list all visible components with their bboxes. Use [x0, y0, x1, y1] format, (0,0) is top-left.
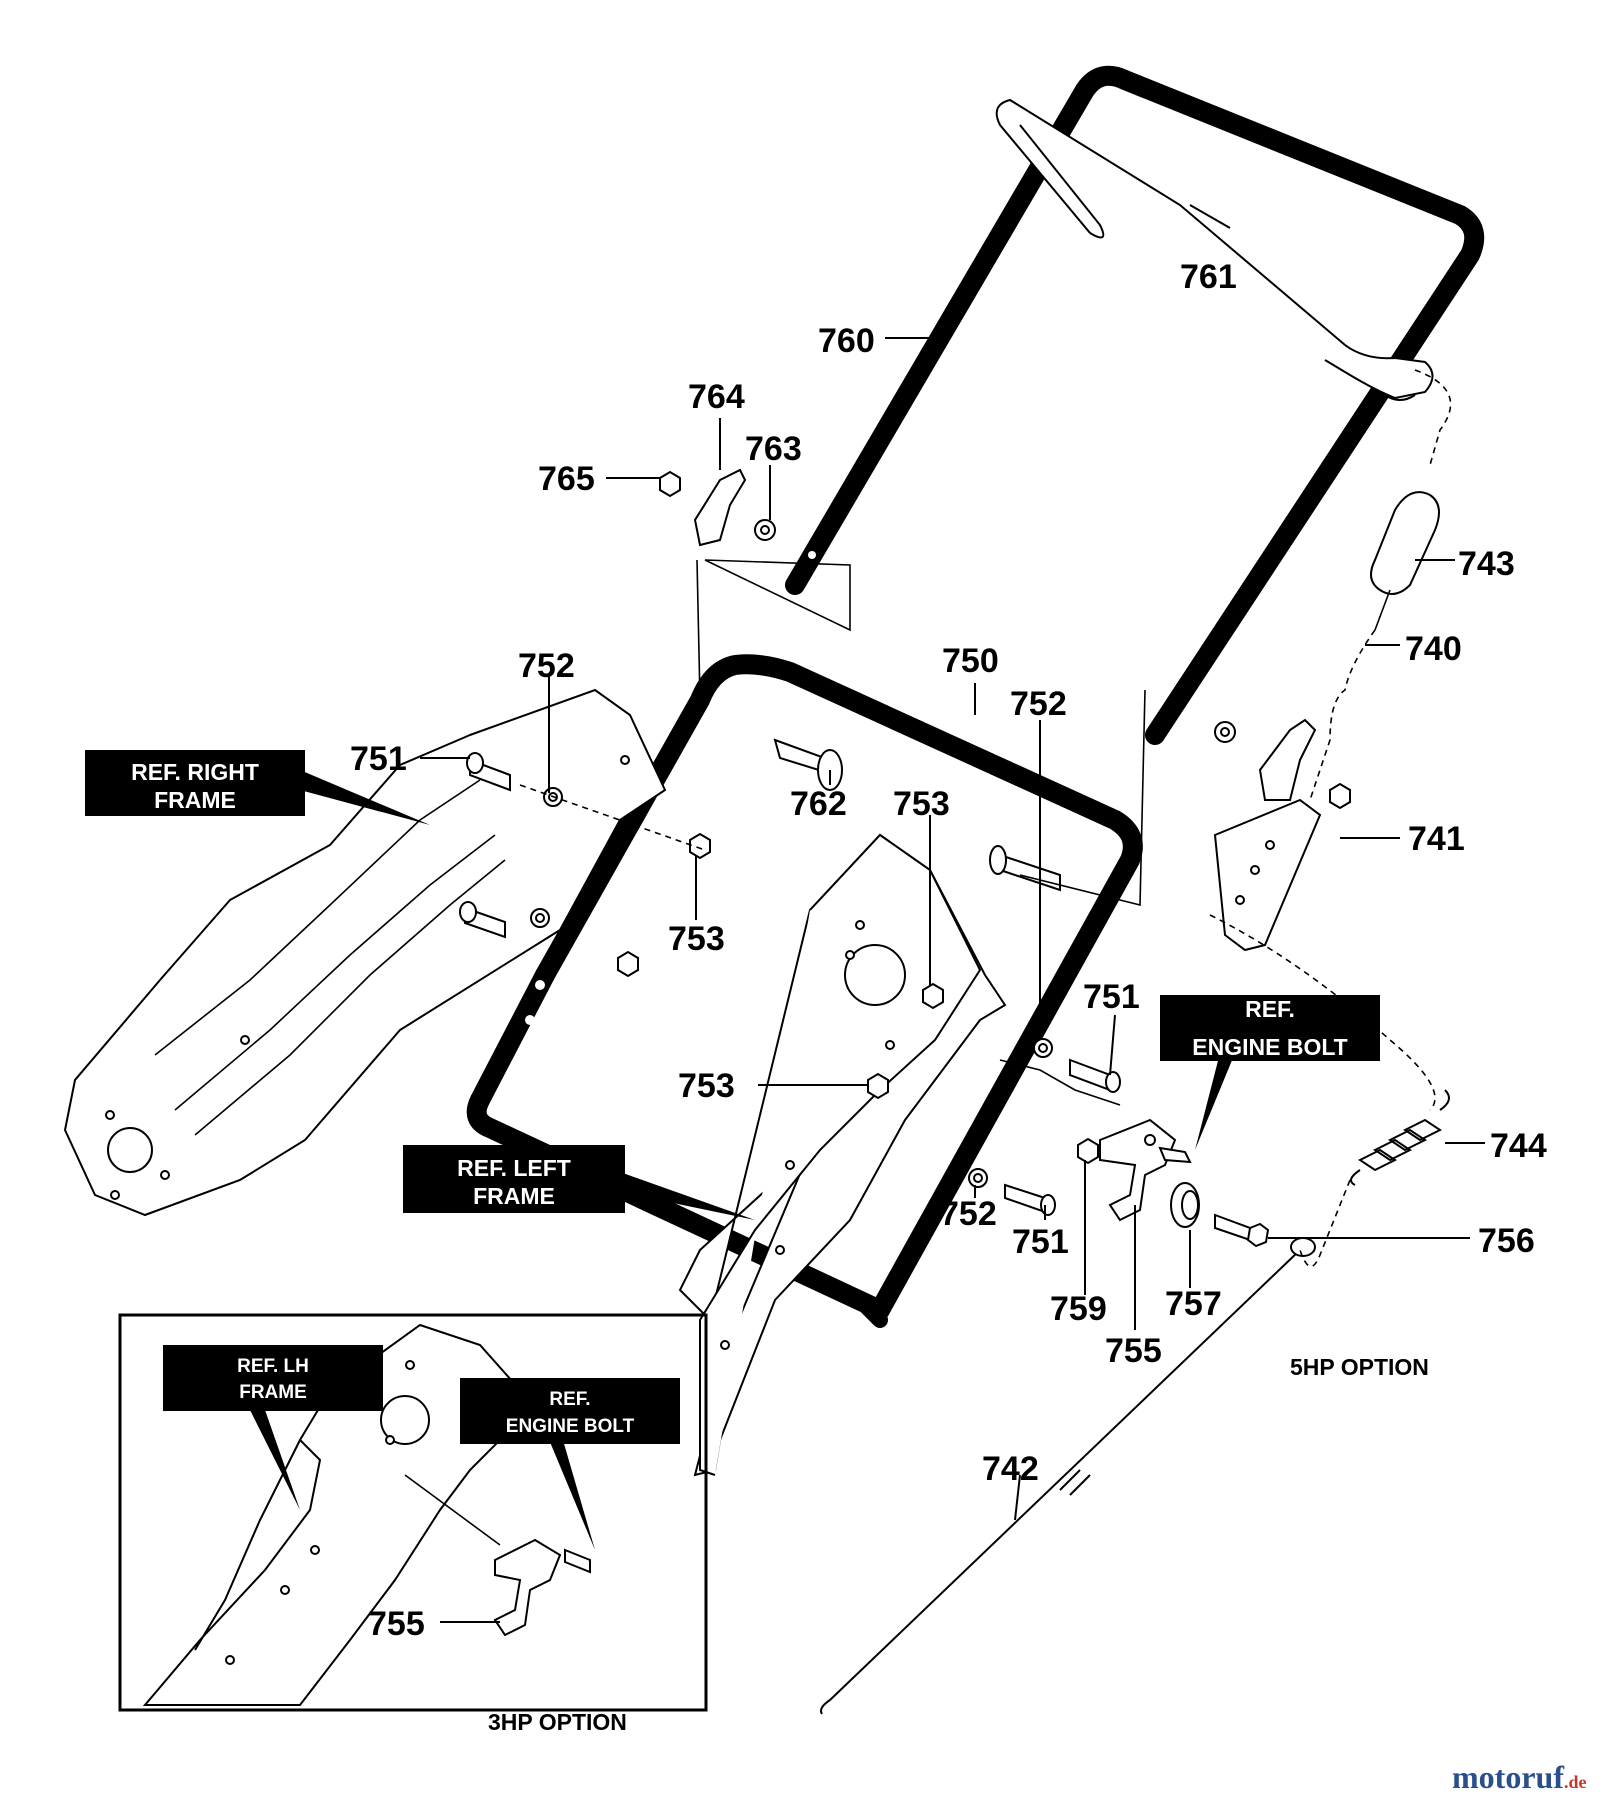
label-742: 742 [982, 1450, 1039, 1488]
svg-text:REF. LH: REF. LH [237, 1356, 309, 1377]
svg-text:ENGINE BOLT: ENGINE BOLT [506, 1416, 635, 1437]
inset-3hp [118, 1313, 708, 1712]
option-5hp: 5HP OPTION [1290, 1354, 1429, 1380]
hardware [459, 468, 1450, 1715]
svg-text:REF.: REF. [1245, 996, 1295, 1022]
label-753-lower: 753 [678, 1067, 735, 1105]
label-756: 756 [1478, 1222, 1535, 1260]
label-751-right: 751 [1083, 978, 1140, 1016]
label-755: 755 [1105, 1332, 1162, 1370]
svg-text:REF. RIGHT: REF. RIGHT [131, 759, 259, 785]
ref-left-frame: REF. LEFT FRAME [403, 1145, 625, 1213]
label-760: 760 [818, 322, 875, 360]
label-765: 765 [538, 460, 595, 498]
label-761: 761 [1180, 258, 1237, 296]
label-752-right: 752 [1010, 685, 1067, 723]
svg-text:motoruf.de: motoruf.de [1452, 1759, 1586, 1795]
label-755-inset: 755 [368, 1605, 425, 1643]
label-753-left: 753 [668, 920, 725, 958]
svg-text:FRAME: FRAME [239, 1382, 307, 1403]
watermark: motoruf.de [1452, 1759, 1586, 1795]
part-labels: 761 760 764 763 765 743 740 752 751 750 … [350, 258, 1547, 1643]
option-3hp: 3HP OPTION [488, 1709, 627, 1735]
label-751-lower: 751 [1012, 1223, 1069, 1261]
watermark-tld: .de [1564, 1772, 1587, 1792]
label-752-top: 752 [518, 647, 575, 685]
label-751-top: 751 [350, 740, 407, 778]
label-762: 762 [790, 785, 847, 823]
svg-text:REF. LEFT: REF. LEFT [457, 1155, 571, 1181]
svg-text:FRAME: FRAME [473, 1183, 555, 1209]
label-763: 763 [745, 430, 802, 468]
svg-text:ENGINE BOLT: ENGINE BOLT [1192, 1034, 1347, 1060]
label-741: 741 [1408, 820, 1465, 858]
label-744: 744 [1490, 1127, 1547, 1165]
right-frame [63, 688, 667, 1217]
ref-right-frame: REF. RIGHT FRAME [85, 750, 305, 816]
upper-handle [785, 65, 1485, 745]
guide-lines [519, 369, 1452, 1268]
label-752-lower: 752 [940, 1195, 997, 1233]
ref-lh-frame: REF. LH FRAME [163, 1345, 383, 1411]
ref-engine-bolt: REF. ENGINE BOLT [1160, 995, 1380, 1061]
lower-handle [466, 654, 1143, 1328]
leader-lines [250, 204, 1485, 1623]
label-743: 743 [1458, 545, 1515, 583]
svg-text:FRAME: FRAME [154, 787, 236, 813]
label-757: 757 [1165, 1285, 1222, 1323]
watermark-brand: motoruf [1452, 1759, 1564, 1795]
label-740: 740 [1405, 630, 1462, 668]
svg-text:REF.: REF. [549, 1389, 590, 1410]
label-759: 759 [1050, 1290, 1107, 1328]
ref-inset-engine-bolt: REF. ENGINE BOLT [460, 1378, 680, 1444]
label-753-center: 753 [893, 785, 950, 823]
label-750: 750 [942, 642, 999, 680]
control-bail [995, 98, 1434, 401]
label-764: 764 [688, 378, 745, 416]
